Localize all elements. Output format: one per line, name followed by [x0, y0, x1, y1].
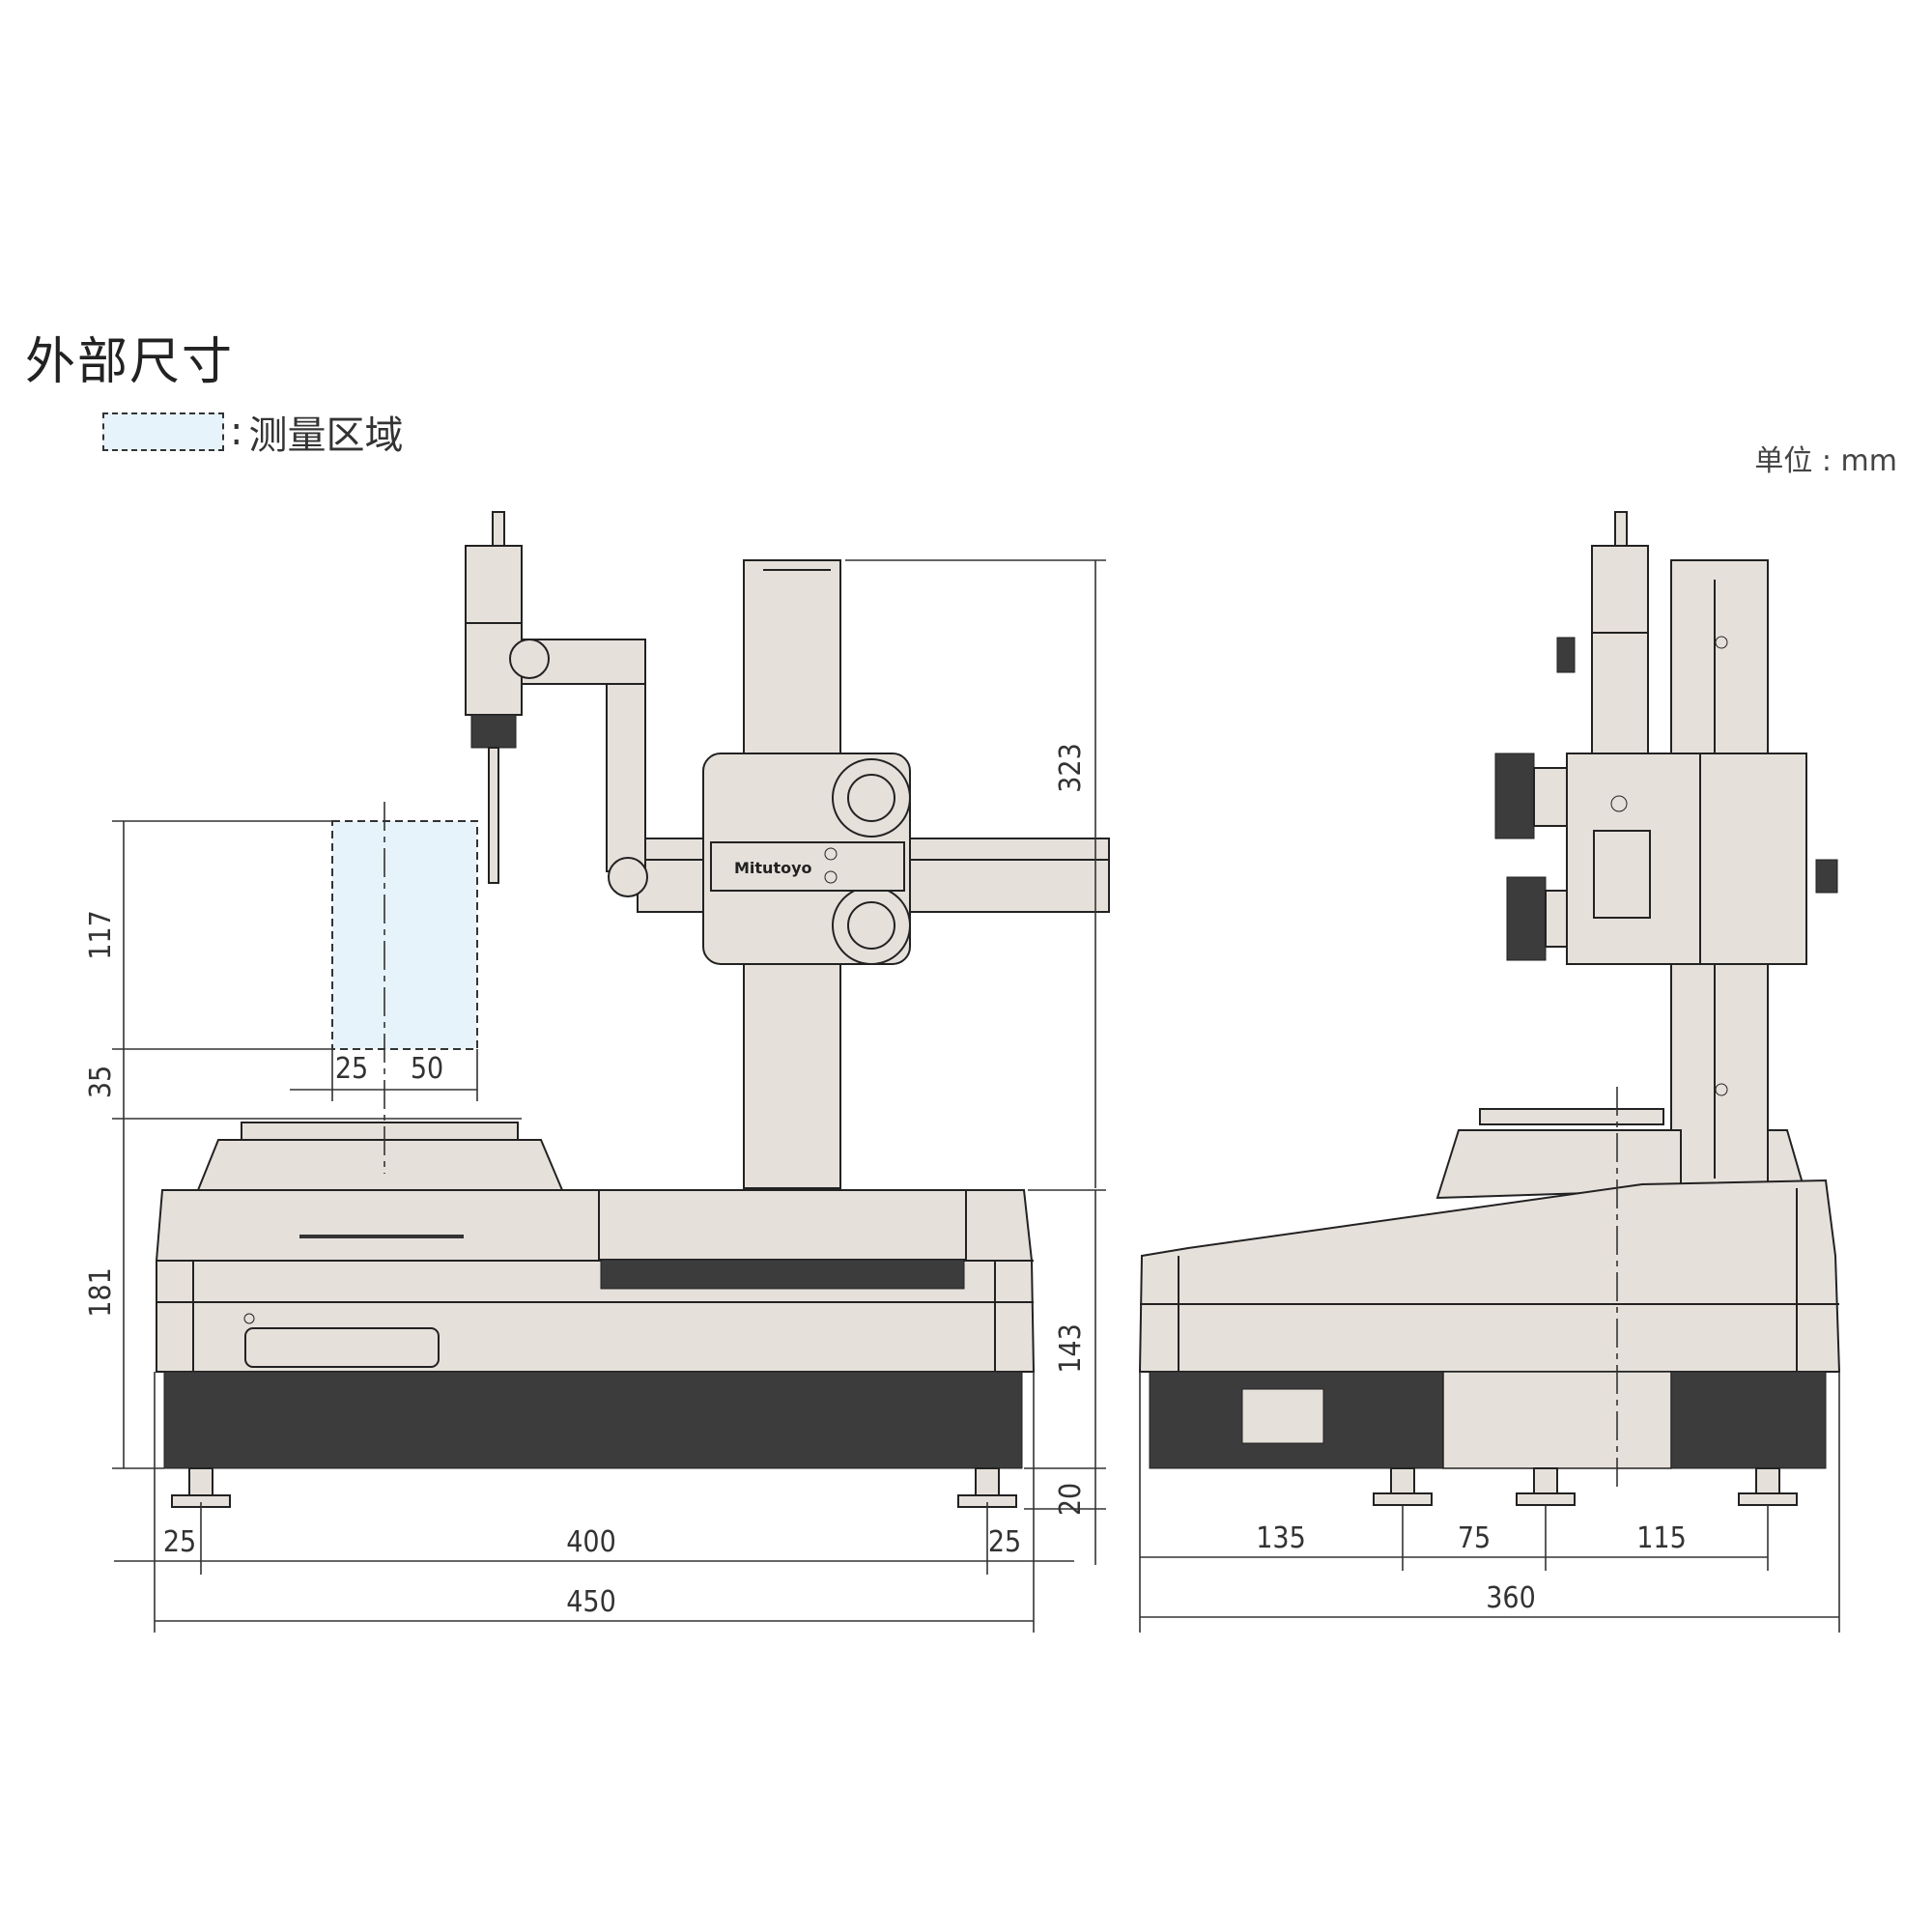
- link-pivot: [608, 857, 648, 897]
- side-foot-1-stem: [1390, 1467, 1415, 1496]
- dim-143: 143: [1054, 1323, 1088, 1374]
- base-power-led: [243, 1313, 255, 1324]
- side-fins-right: [1670, 1371, 1827, 1469]
- side-foot-2-stem: [1533, 1467, 1558, 1496]
- dim-35: 35: [84, 1065, 118, 1098]
- stylus: [488, 747, 499, 884]
- detector-knob: [509, 639, 550, 679]
- base-fins: [163, 1371, 1023, 1469]
- foot-left-stem: [188, 1467, 213, 1498]
- side-column-screw-2: [1715, 1083, 1728, 1096]
- side-view: 135 75 115 360: [1138, 511, 1841, 1633]
- dim-25-right: 25: [988, 1525, 1021, 1559]
- side-foot-2: [1516, 1492, 1576, 1506]
- measure-area: [331, 820, 478, 1050]
- table-top: [241, 1122, 519, 1141]
- side-knob-upper-hub: [1533, 767, 1568, 827]
- indicator-1: [824, 847, 838, 861]
- dim-50-measure: 50: [411, 1052, 443, 1086]
- foot-right-stem: [975, 1467, 1000, 1498]
- side-carriage-hole: [1610, 795, 1628, 812]
- dim-25-left: 25: [163, 1525, 196, 1559]
- side-detector-knob: [1556, 637, 1576, 673]
- detector-upper: [465, 545, 523, 624]
- indicator-2: [824, 870, 838, 884]
- dim-20: 20: [1054, 1483, 1088, 1516]
- base-vent: [600, 1259, 965, 1290]
- side-label-plate: [1241, 1388, 1324, 1444]
- dim-181: 181: [84, 1267, 118, 1318]
- side-foot-1: [1373, 1492, 1433, 1506]
- dim-115: 115: [1636, 1521, 1687, 1555]
- side-knob-lower: [1506, 876, 1547, 961]
- side-table-top: [1479, 1108, 1664, 1125]
- side-underside-panel: [1442, 1371, 1672, 1469]
- base-rear-housing: [598, 1189, 967, 1261]
- side-detector-body: [1591, 632, 1649, 759]
- side-knob-lower-hub: [1545, 890, 1568, 948]
- measure-area-swatch: [102, 412, 224, 451]
- page-title: 外部尺寸: [25, 333, 235, 391]
- side-carriage-window: [1593, 830, 1651, 919]
- side-knob-upper: [1494, 753, 1535, 839]
- side-lock-lever: [1815, 859, 1838, 894]
- base-handle: [244, 1327, 440, 1368]
- probe-top-stem: [492, 511, 505, 547]
- side-detector: [1591, 545, 1649, 634]
- dim-25-measure: 25: [335, 1052, 368, 1086]
- carriage-knob-bottom-inner: [847, 901, 895, 950]
- dim-75: 75: [1458, 1521, 1491, 1555]
- legend-label: 测量区域: [248, 413, 404, 458]
- side-foot-3: [1738, 1492, 1798, 1506]
- dim-360: 360: [1486, 1581, 1536, 1615]
- legend: : 测量区域: [102, 404, 403, 460]
- dim-400: 400: [566, 1525, 616, 1559]
- legend-separator: :: [230, 410, 243, 454]
- dim-323: 323: [1054, 743, 1088, 793]
- side-column-screw-1: [1715, 636, 1728, 649]
- side-foot-3-stem: [1755, 1467, 1780, 1496]
- dim-450: 450: [566, 1585, 616, 1619]
- brand-text: Mitutoyo: [734, 859, 812, 877]
- side-probe-stem: [1614, 511, 1628, 547]
- detector-lower: [470, 714, 517, 749]
- dim-117: 117: [84, 910, 118, 960]
- side-base: [1138, 1179, 1841, 1373]
- carriage-knob-top-inner: [847, 774, 895, 822]
- front-view: Mitutoyo 323 143: [84, 511, 1110, 1633]
- dim-135: 135: [1256, 1521, 1306, 1555]
- brand-panel: [710, 841, 905, 892]
- unit-label: 单位 : mm: [1754, 444, 1897, 478]
